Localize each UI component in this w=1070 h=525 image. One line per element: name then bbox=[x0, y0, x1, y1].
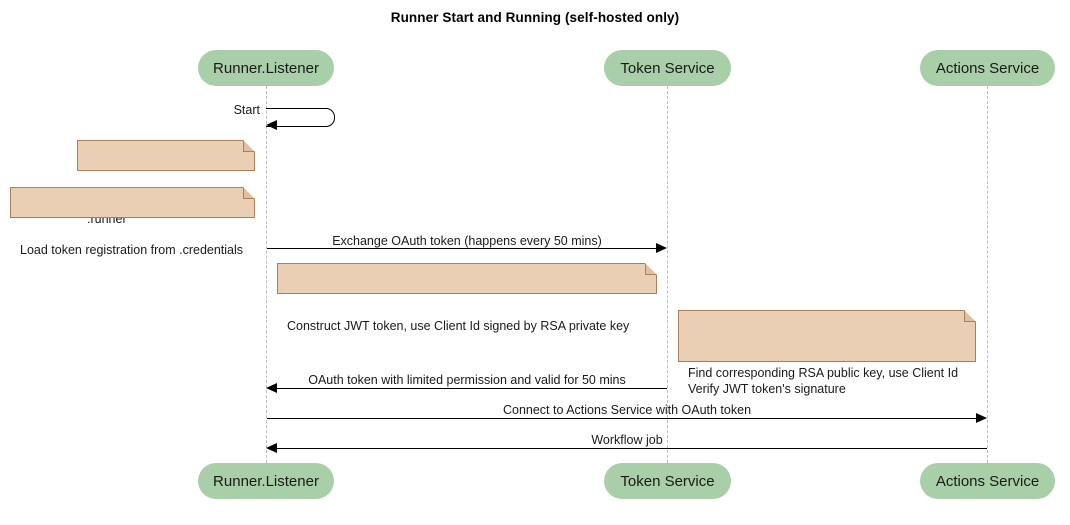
message-exchange-oauth-arrowhead bbox=[656, 242, 667, 253]
participant-token-top[interactable]: Token Service bbox=[604, 50, 731, 86]
message-start-label: Start bbox=[233, 103, 260, 117]
participant-runner-top[interactable]: Runner.Listener bbox=[198, 50, 334, 86]
participant-runner-bottom[interactable]: Runner.Listener bbox=[198, 463, 334, 499]
participant-actions-bottom-label: Actions Service bbox=[935, 472, 1040, 490]
participant-token-top-label: Token Service bbox=[620, 59, 715, 77]
message-connect-actions-label: Connect to Actions Service with OAuth to… bbox=[502, 403, 752, 417]
message-workflow-job-label: Workflow job bbox=[591, 433, 663, 447]
message-workflow-job-arrowhead bbox=[266, 442, 277, 453]
participant-token-bottom[interactable]: Token Service bbox=[604, 463, 731, 499]
note-construct-jwt-text: Construct JWT token, use Client Id signe… bbox=[287, 319, 630, 333]
message-start-arrowhead bbox=[266, 119, 277, 130]
message-exchange-oauth-line bbox=[267, 248, 656, 249]
participant-runner-bottom-label: Runner.Listener bbox=[213, 472, 319, 490]
message-oauth-response-label: OAuth token with limited permission and … bbox=[308, 373, 626, 387]
participant-actions-bottom[interactable]: Actions Service bbox=[920, 463, 1055, 499]
lifeline-runner bbox=[266, 86, 267, 463]
message-connect-actions-arrowhead bbox=[976, 412, 987, 423]
note-load-token-registration: Load token registration from .credential… bbox=[10, 187, 255, 257]
message-start-selfloop bbox=[266, 108, 335, 127]
participant-actions-top-label: Actions Service bbox=[935, 59, 1040, 77]
lifeline-token bbox=[667, 86, 668, 463]
note-load-token-registration-text: Load token registration from .credential… bbox=[20, 243, 244, 257]
participant-actions-top[interactable]: Actions Service bbox=[920, 50, 1055, 86]
diagram-title: Runner Start and Running (self-hosted on… bbox=[390, 10, 680, 25]
participant-token-bottom-label: Token Service bbox=[620, 472, 715, 490]
note-construct-jwt: Construct JWT token, use Client Id signe… bbox=[277, 263, 657, 333]
note-verify-jwt-text: Find corresponding RSA public key, use C… bbox=[688, 366, 959, 396]
note-load-config: Load config info from .runner bbox=[77, 140, 255, 226]
message-oauth-response-line bbox=[277, 388, 667, 389]
message-connect-actions-line bbox=[267, 418, 976, 419]
message-oauth-response-arrowhead bbox=[266, 382, 277, 393]
message-exchange-oauth-label: Exchange OAuth token (happens every 50 m… bbox=[332, 234, 602, 248]
lifeline-actions bbox=[987, 86, 988, 463]
note-verify-jwt: Find corresponding RSA public key, use C… bbox=[678, 310, 976, 396]
participant-runner-top-label: Runner.Listener bbox=[213, 59, 319, 77]
message-workflow-job-line bbox=[277, 448, 987, 449]
